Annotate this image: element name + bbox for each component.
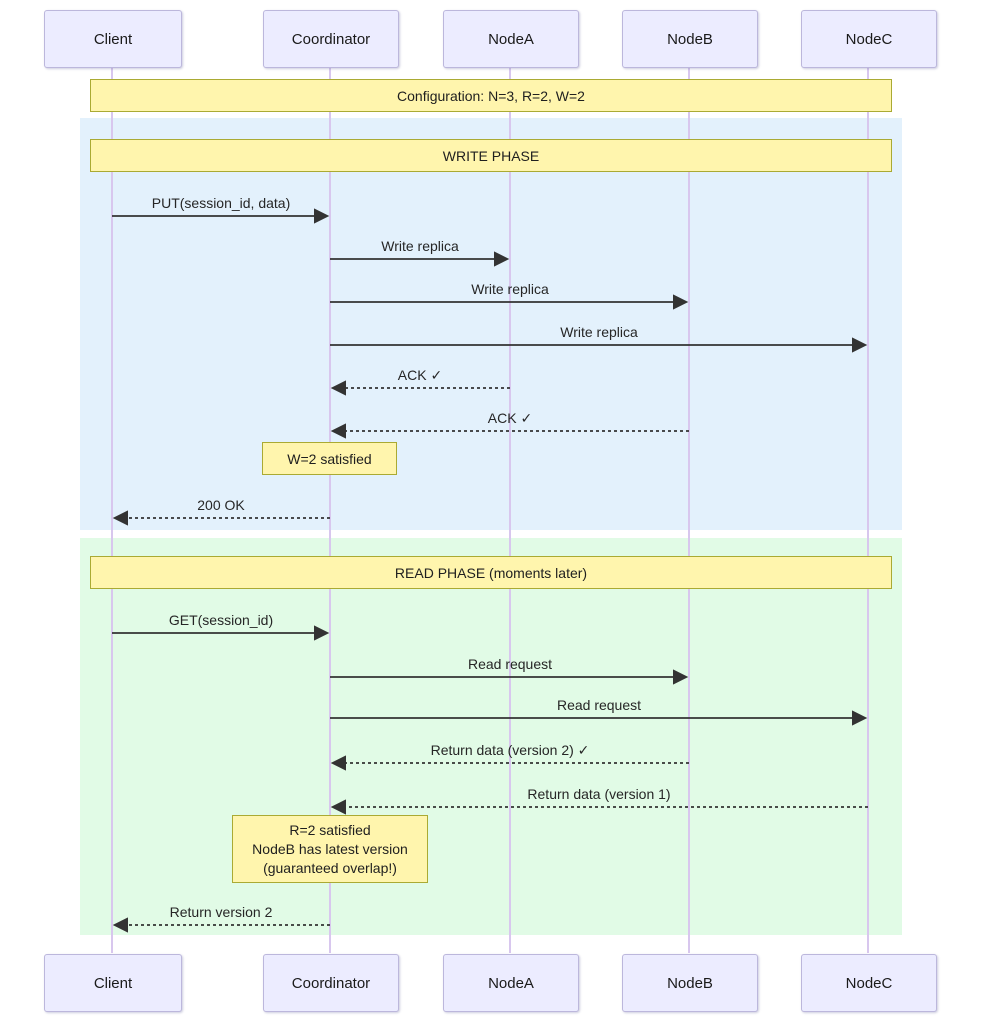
message-label-put: PUT(session_id, data) xyxy=(151,195,291,211)
actor-nodec-bottom: NodeC xyxy=(801,954,937,1012)
message-label-get: GET(session_id) xyxy=(168,612,274,628)
actor-label: Coordinator xyxy=(291,974,371,992)
note-text-line1: R=2 satisfied xyxy=(289,821,371,838)
write-phase-background xyxy=(80,118,902,530)
actor-nodea-top: NodeA xyxy=(443,10,579,68)
message-label-return-version-2: Return version 2 xyxy=(169,904,273,920)
note-configuration: Configuration: N=3, R=2, W=2 xyxy=(90,79,892,112)
actor-label: NodeC xyxy=(845,974,893,992)
actor-coordinator-top: Coordinator xyxy=(263,10,399,68)
message-label-read-request-b: Read request xyxy=(467,656,553,672)
actor-nodeb-bottom: NodeB xyxy=(622,954,758,1012)
actor-label: NodeB xyxy=(667,30,713,48)
message-label-read-request-c: Read request xyxy=(556,697,642,713)
message-label-write-replica-a: Write replica xyxy=(381,238,459,254)
note-r2-satisfied: R=2 satisfied NodeB has latest version (… xyxy=(232,815,428,883)
note-text: READ PHASE (moments later) xyxy=(394,564,588,581)
message-label-return-v1: Return data (version 1) xyxy=(527,786,671,802)
message-label-ack-b: ACK ✓ xyxy=(487,410,533,426)
message-label-write-replica-b: Write replica xyxy=(471,281,549,297)
read-phase-background xyxy=(80,538,902,935)
note-text-line3: (guaranteed overlap!) xyxy=(263,859,397,876)
note-text: WRITE PHASE xyxy=(442,147,540,164)
message-label-write-replica-c: Write replica xyxy=(560,324,638,340)
lifelines xyxy=(111,66,869,953)
actor-client-top: Client xyxy=(44,10,182,68)
actor-nodea-bottom: NodeA xyxy=(443,954,579,1012)
message-label-200-ok: 200 OK xyxy=(197,497,245,513)
note-text: W=2 satisfied xyxy=(287,450,372,467)
note-text: Configuration: N=3, R=2, W=2 xyxy=(397,87,585,104)
actor-client-bottom: Client xyxy=(44,954,182,1012)
actor-label: NodeA xyxy=(488,30,534,48)
message-label-return-v2: Return data (version 2) ✓ xyxy=(430,742,590,758)
actor-label: Client xyxy=(93,974,133,992)
note-w2-satisfied: W=2 satisfied xyxy=(262,442,397,475)
message-label-ack-a: ACK ✓ xyxy=(397,367,443,383)
actor-nodec-top: NodeC xyxy=(801,10,937,68)
actor-label: Client xyxy=(93,30,133,48)
actor-coordinator-bottom: Coordinator xyxy=(263,954,399,1012)
actor-label: NodeC xyxy=(845,30,893,48)
actor-label: NodeA xyxy=(488,974,534,992)
note-write-phase: WRITE PHASE xyxy=(90,139,892,172)
message-arrows xyxy=(112,208,868,933)
actor-label: Coordinator xyxy=(291,30,371,48)
note-text-line2: NodeB has latest version xyxy=(252,840,408,857)
actor-label: NodeB xyxy=(667,974,713,992)
note-read-phase: READ PHASE (moments later) xyxy=(90,556,892,589)
actor-nodeb-top: NodeB xyxy=(622,10,758,68)
